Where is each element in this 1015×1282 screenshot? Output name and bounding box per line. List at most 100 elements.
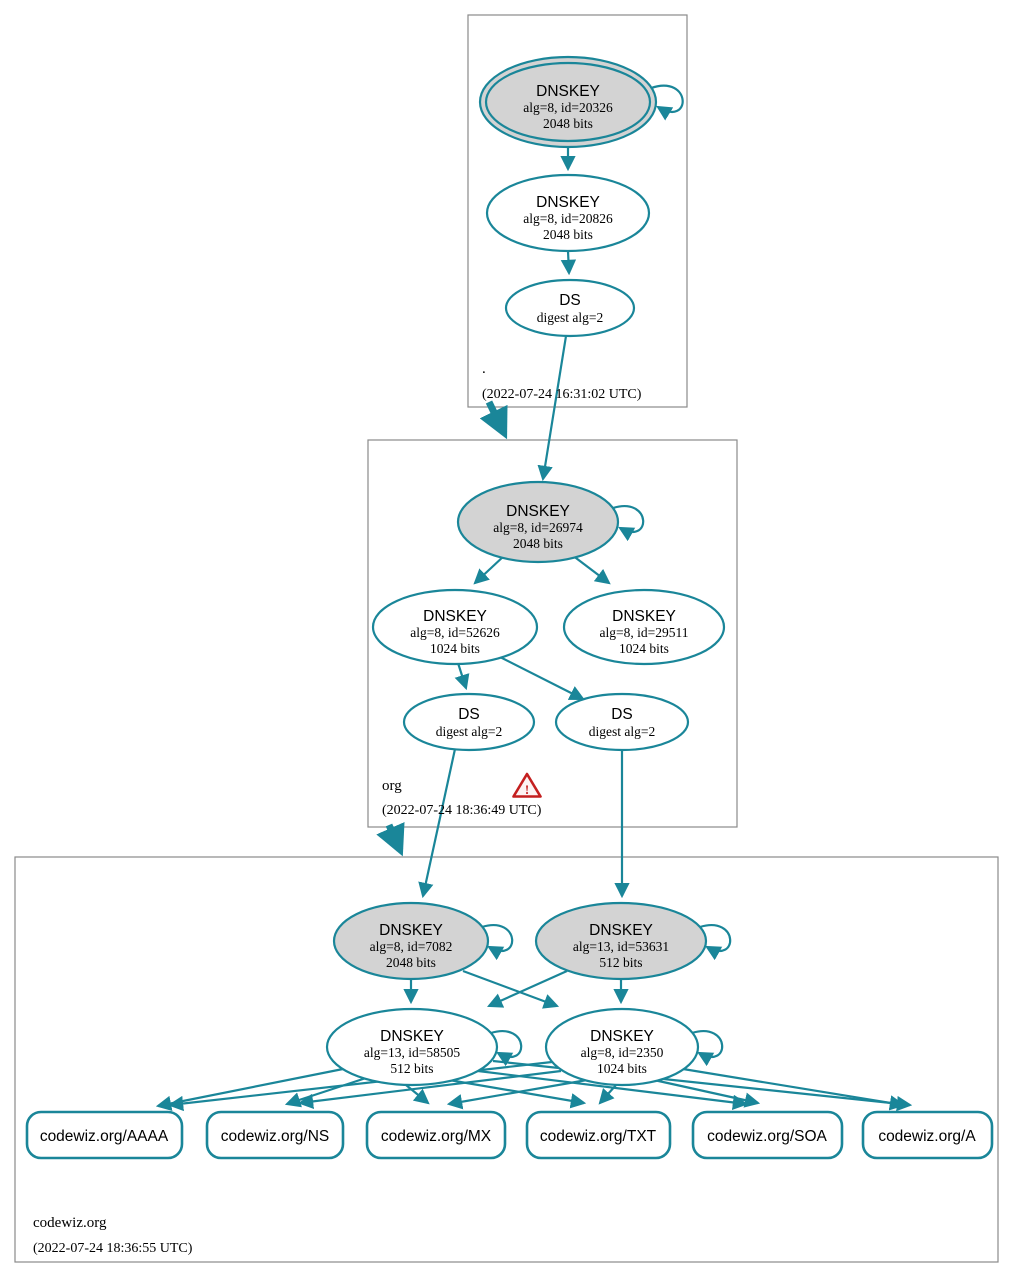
rrset-label: codewiz.org/AAAA [40,1128,169,1145]
node-title: DS [559,292,581,309]
rrset-box [25,1110,184,1160]
self-sign-loop-dnskey-7082 [481,924,514,961]
node-title: DS [611,706,633,723]
node-detail: alg=8, id=20326 [523,100,613,115]
node-title: DNSKEY [380,1028,444,1045]
dnskey-ellipse [562,588,726,666]
delegation-arrow-org-to-codewiz [376,822,405,857]
rrset-box [691,1110,844,1160]
delegation-arrow-root-to-org [479,400,508,440]
edge-dnskey-2350-to-rrset-ns [297,1069,562,1110]
ds-ellipse [504,278,636,338]
node-dnskey-29511: DNSKEY alg=8, id=29511 1024 bits [562,588,726,666]
dnskey-ellipse-inner [484,61,652,143]
node-bits: 2048 bits [386,955,436,970]
node-detail: alg=8, id=20826 [523,211,613,226]
rrset-mx: codewiz.org/MX [365,1110,507,1160]
zone-timestamp-root: (2022-07-24 16:31:02 UTC) [482,387,642,402]
rrset-label: codewiz.org/NS [221,1128,330,1145]
node-detail: digest alg=2 [589,724,655,739]
rrset-label: codewiz.org/MX [381,1128,492,1145]
node-title: DNSKEY [612,608,676,625]
node-detail: alg=8, id=2350 [581,1045,664,1060]
node-detail: alg=13, id=53631 [573,939,669,954]
rrset-box [525,1110,672,1160]
node-title: DNSKEY [379,922,443,939]
node-dnskey-53631-ksk: DNSKEY alg=13, id=53631 512 bits [534,901,708,981]
node-detail: alg=8, id=29511 [600,625,689,640]
zone-box-codewiz-org [14,856,999,1263]
dnskey-ellipse [325,1007,499,1087]
rrset-box [861,1110,994,1160]
node-bits: 1024 bits [430,641,480,656]
dnskey-ellipse [534,901,708,981]
self-sign-loop-dnskey-58505 [490,1030,523,1067]
zone-timestamp-codewiz-org: (2022-07-24 18:36:55 UTC) [33,1241,193,1256]
node-bits: 512 bits [599,955,642,970]
node-dnskey-7082-ksk: DNSKEY alg=8, id=7082 2048 bits [332,901,490,981]
node-title: DNSKEY [590,1028,654,1045]
node-detail: alg=8, id=26974 [493,520,583,535]
rrset-ns: codewiz.org/NS [205,1110,345,1160]
edge-dnskey-7082-to-dnskey-2350 [462,969,560,1009]
node-title: DS [458,706,480,723]
node-bits: 1024 bits [597,1061,647,1076]
node-ds-root: DS digest alg=2 [504,278,636,338]
node-bits: 512 bits [390,1061,433,1076]
edge-dnskey-2350-to-rrset-soa [653,1078,761,1108]
node-detail: alg=8, id=52626 [410,625,500,640]
rrset-a: codewiz.org/A [861,1110,994,1160]
node-detail: alg=8, id=7082 [370,939,453,954]
node-dnskey-2350: DNSKEY alg=8, id=2350 1024 bits [544,1007,700,1087]
node-title: DNSKEY [506,503,570,520]
zone-box-root [467,14,688,408]
zone-timestamp-org: (2022-07-24 18:36:49 UTC) [382,803,542,818]
node-bits: 2048 bits [543,227,593,242]
rrset-txt: codewiz.org/TXT [525,1110,672,1160]
ds-ellipse [402,692,536,752]
dnskey-ellipse [332,901,490,981]
node-dnskey-20326-ksk-trust-anchor: DNSKEY alg=8, id=20326 2048 bits [478,55,658,149]
rrset-soa: codewiz.org/SOA [691,1110,844,1160]
zone-label-codewiz-org: codewiz.org [33,1215,107,1231]
node-dnskey-26974-ksk: DNSKEY alg=8, id=26974 2048 bits [456,480,620,564]
self-sign-loop-dnskey-53631 [699,924,732,961]
edge-dnskey-58505-to-rrset-aaaa [155,1067,344,1111]
node-dnskey-58505: DNSKEY alg=13, id=58505 512 bits [325,1007,499,1087]
edge-dnskey-2350-to-rrset-txt [598,1084,617,1105]
node-title: DNSKEY [536,83,600,100]
edge-ds-org-1-to-dnskey-7082 [418,748,457,899]
self-sign-loop-dnskey-20326 [650,84,684,121]
rrset-box [205,1110,345,1160]
rrset-label: codewiz.org/TXT [540,1128,657,1145]
rrset-box [365,1110,507,1160]
node-ds-org-2: DS digest alg=2 [554,692,690,752]
edge-dnskey-26974-to-dnskey-52626 [473,554,506,585]
dnskey-ellipse [456,480,620,564]
edge-dnskey-2350-to-rrset-a [682,1067,906,1111]
node-detail: digest alg=2 [537,310,603,325]
self-sign-loop-dnskey-26974 [612,505,645,542]
edge-dnskey-52626-to-ds-org-1 [454,662,470,691]
node-title: DNSKEY [423,608,487,625]
edge-dnskey-52626-to-ds-org-2 [499,656,585,700]
warning-exclamation: ! [525,782,529,797]
ds-ellipse [554,692,690,752]
self-sign-loop-dnskey-2350 [691,1030,724,1067]
node-dnskey-52626: DNSKEY alg=8, id=52626 1024 bits [371,588,539,666]
node-bits: 2048 bits [543,116,593,131]
edge-ds-root-to-dnskey-26974 [537,335,568,482]
dnskey-ellipse [371,588,539,666]
zone-box-org [367,439,738,828]
node-detail: digest alg=2 [436,724,502,739]
warning-icon: ! [512,772,542,798]
node-bits: 1024 bits [619,641,669,656]
edge-dnskey-26974-to-dnskey-29511 [571,554,611,585]
rrset-aaaa: codewiz.org/AAAA [25,1110,184,1160]
dnskey-ellipse [544,1007,700,1087]
rrset-label: codewiz.org/A [878,1128,976,1145]
zone-label-org: org [382,778,402,794]
node-ds-org-1: DS digest alg=2 [402,692,536,752]
